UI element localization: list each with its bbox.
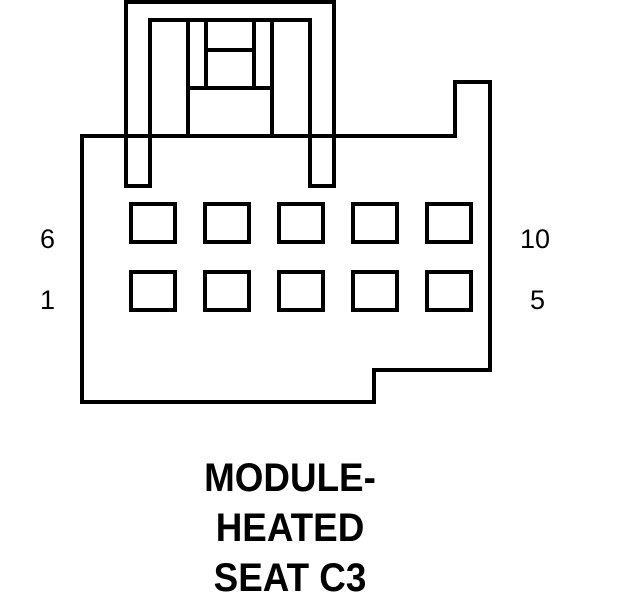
caption-line-1: MODULE- [204,456,376,500]
caption-line-3: SEAT C3 [213,556,367,600]
pin-cavity-2 [203,270,251,312]
caption-line-2: HEATED [215,506,365,550]
pin-cavity-9 [351,202,399,244]
pin-label-1: 1 [40,285,56,315]
pin-cavity-10 [425,202,473,244]
pin-cavity-5 [425,270,473,312]
pin-cavity-6 [129,202,177,244]
pin-label-10: 10 [520,224,551,254]
latch-left-leg [124,134,152,188]
connector-housing [80,80,492,404]
pin-cavity-8 [277,202,325,244]
pin-cavity-7 [203,202,251,244]
pin-label-6: 6 [40,224,56,254]
pin-row-bottom [129,270,473,312]
latch-right-leg [308,134,336,188]
pin-cavity-1 [129,270,177,312]
pin-label-5: 5 [530,285,546,315]
latch-release-tab [186,20,274,136]
latch-outer-frame [124,0,336,136]
pin-cavity-3 [277,270,325,312]
pin-row-top [129,202,473,244]
pin-cavity-4 [351,270,399,312]
latch-inner-frame [148,18,312,150]
